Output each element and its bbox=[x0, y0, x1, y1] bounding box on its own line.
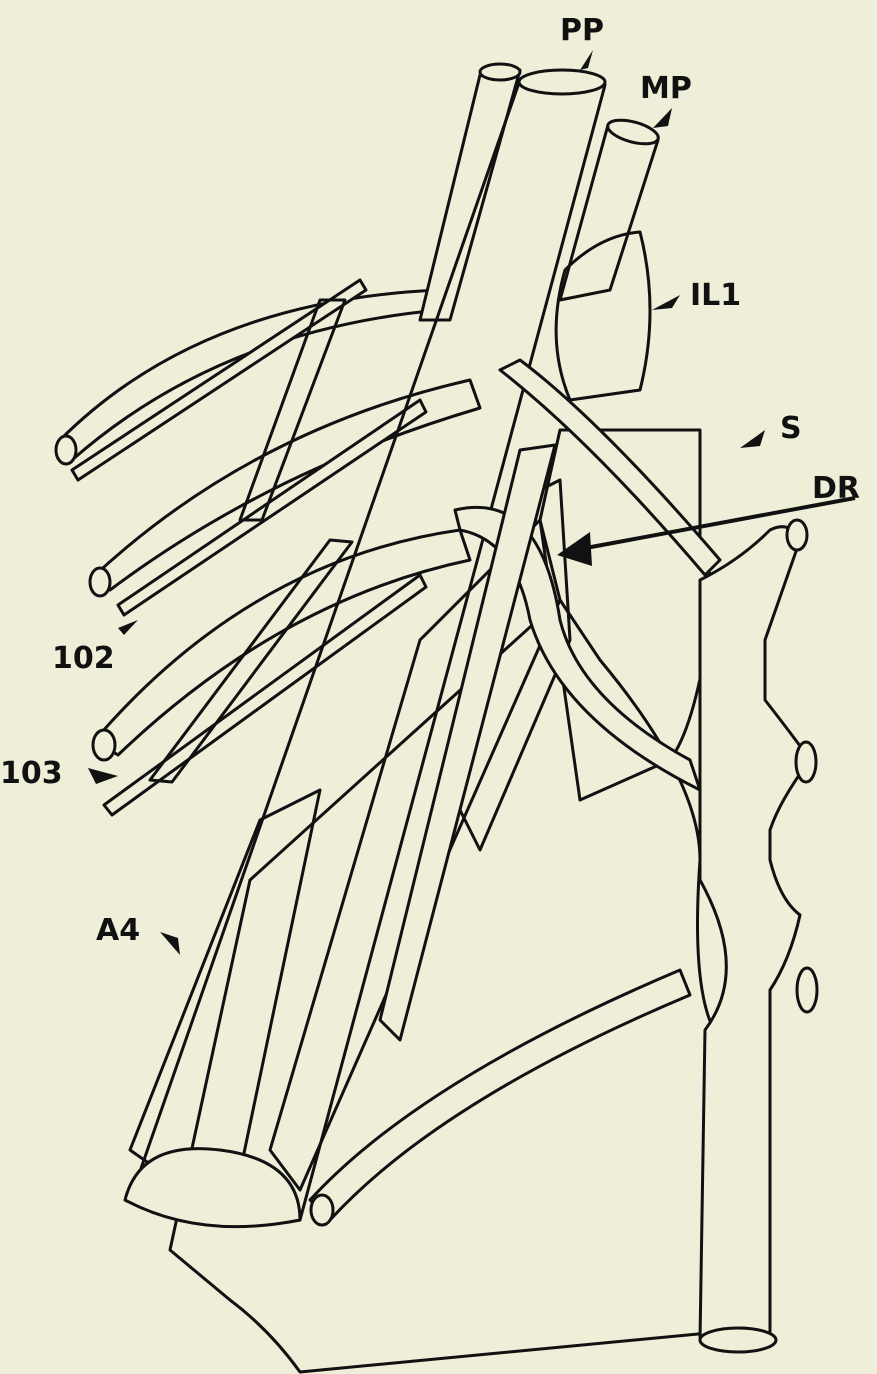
label-mp: MP bbox=[640, 71, 692, 106]
spinal-cord bbox=[700, 527, 810, 1345]
arrow-il1 bbox=[652, 295, 680, 310]
arrow-pp bbox=[580, 50, 593, 70]
arrow-a4 bbox=[160, 932, 180, 955]
long-tube-left bbox=[420, 70, 520, 320]
rib-lower-1 bbox=[95, 530, 470, 755]
pp-tube-end bbox=[125, 1149, 300, 1227]
label-il1: IL1 bbox=[690, 278, 741, 313]
arrow-mp bbox=[653, 108, 672, 128]
label-pp: PP bbox=[560, 13, 604, 48]
arrow-102 bbox=[118, 620, 138, 635]
mp-tube bbox=[560, 125, 658, 300]
arrow-s bbox=[740, 430, 765, 448]
lower-diagonal-tube bbox=[310, 970, 690, 1220]
center-hatched-muscle bbox=[270, 520, 560, 1190]
label-102: 102 bbox=[52, 641, 115, 676]
label-s: S bbox=[780, 411, 802, 446]
label-103: 103 bbox=[0, 756, 63, 791]
label-a4: A4 bbox=[96, 913, 140, 948]
label-dr: DR bbox=[812, 471, 860, 506]
center-vertical-tube bbox=[380, 445, 555, 1040]
arrow-103 bbox=[88, 768, 118, 784]
